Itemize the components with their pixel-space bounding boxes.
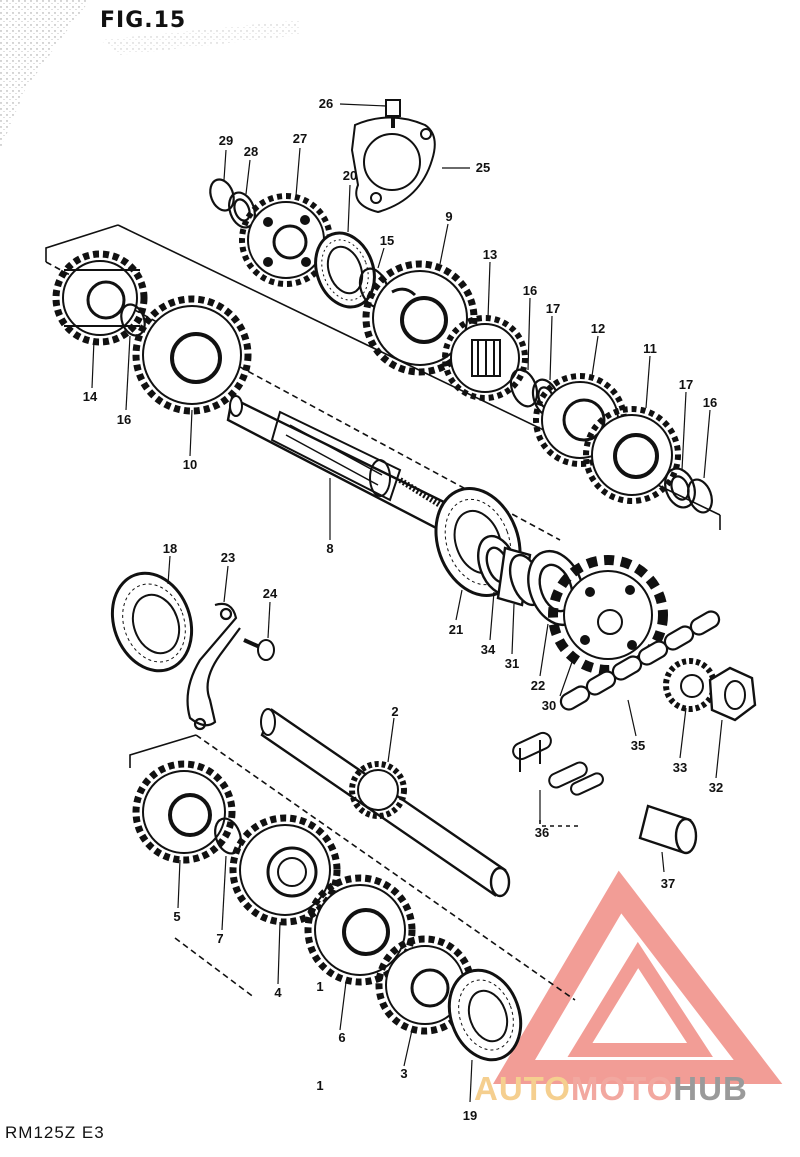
gear-10 (132, 295, 252, 415)
callout-28: 28 (244, 144, 258, 159)
gear-4 (229, 814, 341, 926)
bearing-retainer-23 (186, 602, 241, 731)
sprocket-30 (548, 555, 668, 675)
callout-16: 16 (523, 283, 537, 298)
driveshaft-2 (260, 708, 511, 898)
washer-28 (228, 191, 256, 229)
callout-26: 26 (319, 96, 333, 111)
callout-34: 34 (481, 642, 496, 657)
circlip-16-right (687, 478, 713, 514)
callout-29: 29 (219, 133, 233, 148)
gear-5 (132, 760, 236, 864)
callout-22: 22 (531, 678, 545, 693)
callout-8: 8 (326, 541, 333, 556)
callout-36: 36 (535, 825, 549, 840)
callout-2: 2 (391, 704, 398, 719)
callout-labels: 1 2 3 4 5 6 7 8 9 10 11 12 13 14 15 16 1… (83, 96, 723, 1123)
callout-24: 24 (263, 586, 278, 601)
gear-6 (304, 874, 416, 986)
circlip-29 (209, 178, 235, 212)
callout-12: 12 (591, 321, 605, 336)
watermark-part-2: MOTO (570, 1070, 674, 1107)
callout-10: 10 (183, 457, 197, 472)
callout-15: 15 (380, 233, 394, 248)
gear-14 (52, 250, 148, 346)
callout-1: 1 (316, 1078, 323, 1093)
callout-16: 16 (117, 412, 131, 427)
callout-23: 23 (221, 550, 235, 565)
callout-20: 20 (343, 168, 357, 183)
plate-25 (350, 116, 436, 214)
callout-7: 7 (216, 931, 223, 946)
lock-washer-33 (663, 658, 717, 712)
model-code: RM125Z E3 (5, 1123, 105, 1142)
callout-21: 21 (449, 622, 463, 637)
screw-24 (243, 638, 275, 661)
figure-title: FIG.15 (100, 8, 187, 33)
callout-27: 27 (293, 131, 307, 146)
callout-30: 30 (542, 698, 556, 713)
drive-chain-35 (559, 610, 721, 711)
gear-9 (362, 260, 478, 376)
callout-17: 17 (679, 377, 693, 392)
callout-31: 31 (505, 656, 519, 671)
callout-33: 33 (673, 760, 687, 775)
leader-lines (91, 103, 723, 1103)
callout-35: 35 (631, 738, 645, 753)
callout-37: 37 (661, 876, 675, 891)
chain-joint-36 (512, 731, 604, 796)
bolt-26 (385, 99, 401, 128)
circlip-7 (214, 817, 242, 855)
gear-11 (583, 406, 681, 504)
callout-32: 32 (709, 780, 723, 795)
watermark-part-1: AUTO (474, 1070, 571, 1107)
callout-4: 4 (274, 985, 282, 1000)
callout-3: 3 (400, 1066, 407, 1081)
scan-noise (0, 0, 90, 150)
callout-19: 19 (463, 1108, 477, 1123)
bearing-19 (447, 968, 523, 1062)
callout-11: 11 (643, 341, 657, 356)
callout-9: 9 (445, 209, 452, 224)
callout-14: 14 (83, 389, 98, 404)
collar-37 (638, 804, 698, 855)
callout-18: 18 (163, 541, 177, 556)
washer-17-right (664, 467, 696, 509)
callout-16: 16 (703, 395, 717, 410)
callout-13: 13 (483, 247, 497, 262)
nut-32 (708, 666, 757, 722)
watermark-part-3: HUB (673, 1070, 748, 1107)
callout-5: 5 (173, 909, 180, 924)
callout-25: 25 (476, 160, 490, 175)
callout-6: 6 (338, 1030, 345, 1045)
gear-13 (442, 315, 528, 401)
callout-17: 17 (546, 301, 560, 316)
bearing-18 (110, 571, 194, 673)
watermark-logo (493, 870, 783, 1084)
scan-noise (100, 20, 300, 55)
callout-1: 1 (316, 979, 323, 994)
watermark-text: AUTOMOTOHUB (474, 1070, 748, 1108)
